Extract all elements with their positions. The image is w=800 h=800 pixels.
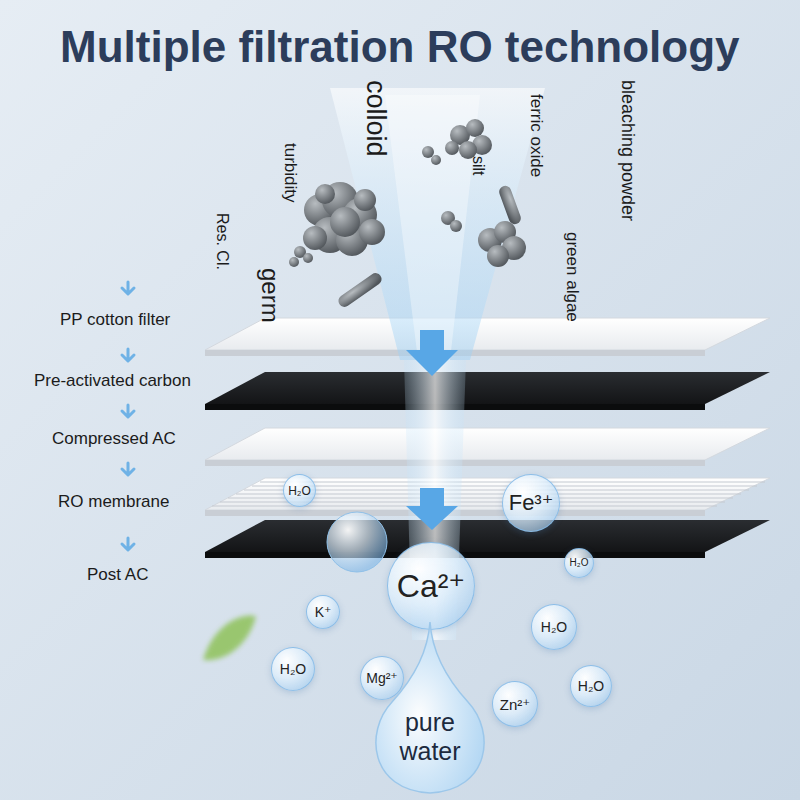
ion-text: H₂O <box>288 485 311 497</box>
impurity-particles <box>303 226 327 250</box>
impurity-label: germ <box>256 268 284 323</box>
ion-bubble: H₂O <box>271 647 315 691</box>
impurity-particles <box>466 119 484 137</box>
filter-layers <box>205 318 770 558</box>
ion-text: H₂O <box>280 662 306 676</box>
impurity-particles <box>336 271 384 310</box>
impurity-particles <box>359 219 385 245</box>
ion-bubble: H₂O <box>283 474 316 507</box>
ion-bubble: Mg²⁺ <box>360 656 404 700</box>
ion-text: Fe³⁺ <box>509 492 554 514</box>
empty-bubble <box>327 512 387 572</box>
ion-text: K⁺ <box>315 605 332 619</box>
impurity-particles <box>330 207 360 237</box>
drop-shape <box>376 622 484 793</box>
ion-bubble: K⁺ <box>306 595 340 629</box>
ion-text: H₂O <box>578 679 604 693</box>
title-text: Multiple filtration RO technology <box>60 22 740 73</box>
layer-label: PP cotton filter <box>60 310 170 330</box>
ion-text: H₂O <box>570 558 589 568</box>
ion-bubble: Ca²⁺ <box>387 542 475 630</box>
ion-bubble: H₂O <box>564 548 594 578</box>
water-drop: pure water <box>368 622 492 794</box>
impurity-label: bleaching powder <box>617 80 638 221</box>
impurity-particles <box>422 146 434 158</box>
layer-label: Compressed AC <box>52 429 176 449</box>
layer-label: RO membrane <box>58 492 169 512</box>
step-chevrons <box>122 463 134 475</box>
step-chevrons <box>122 349 134 361</box>
ion-text: Zn²⁺ <box>500 697 530 712</box>
filter-layers <box>244 490 749 491</box>
impurity-particles <box>303 253 313 263</box>
flow-arrows <box>406 330 458 530</box>
ion-bubble: Zn²⁺ <box>492 681 538 727</box>
ion-bubble: Fe³⁺ <box>502 474 560 532</box>
impurity-label: colloid <box>360 80 391 157</box>
flow-arrows <box>406 488 458 530</box>
step-chevrons <box>122 538 134 550</box>
leaf <box>203 615 256 660</box>
impurity-particles <box>354 189 376 211</box>
impurity-label: ferric oxide <box>526 94 546 177</box>
filter-layers <box>212 506 717 507</box>
impurity-particles <box>498 184 523 226</box>
impurity-particles <box>445 141 459 155</box>
ion-text: Ca²⁺ <box>397 570 465 602</box>
ion-text: H₂O <box>541 620 567 634</box>
impurity-particles <box>289 119 526 309</box>
flow-arrows <box>406 330 458 376</box>
filter-layers <box>205 428 770 460</box>
filter-layers <box>205 318 770 350</box>
ion-bubble: H₂O <box>570 665 612 707</box>
filter-layers <box>252 486 757 487</box>
impurity-particles <box>431 155 441 165</box>
water-stream <box>385 95 480 360</box>
impurity-label: silt <box>469 156 487 176</box>
filter-layers <box>205 520 770 552</box>
impurity-particles <box>450 220 462 232</box>
impurity-label: turbidity <box>280 143 300 203</box>
impurity-particles <box>289 257 299 267</box>
step-chevrons <box>122 282 134 294</box>
ion-bubble: H₂O <box>531 604 577 650</box>
step-chevrons <box>122 405 134 417</box>
impurity-label: green algae <box>562 232 582 322</box>
layer-label: Post AC <box>87 565 148 585</box>
impurity-particles <box>487 245 509 267</box>
layer-label: Pre-activated carbon <box>34 371 191 391</box>
drop-text: pure water <box>380 708 480 766</box>
filter-layers <box>205 372 770 404</box>
impurity-label: Res. Cl. <box>213 213 231 270</box>
ion-text: Mg²⁺ <box>366 671 398 685</box>
impurity-particles <box>315 184 335 204</box>
